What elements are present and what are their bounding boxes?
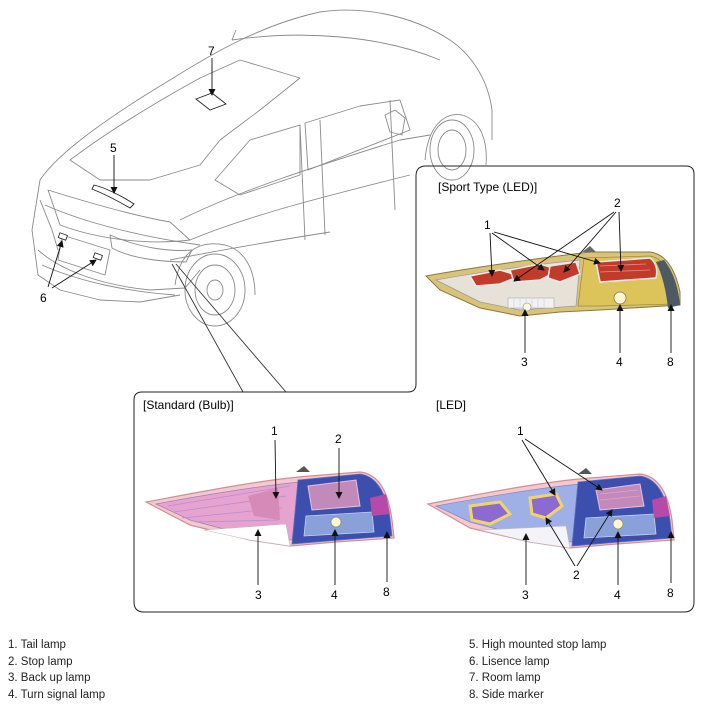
- standard-callout-3: 3: [255, 588, 262, 602]
- license-lamp-marker-left: [57, 232, 68, 241]
- legend-item: 3. Back up lamp: [8, 672, 91, 684]
- led-callout-8: 8: [667, 586, 674, 600]
- led-lamp-illustration: [426, 468, 675, 549]
- detail-panel-frame: [133, 165, 695, 613]
- led-callout-3: 3: [522, 588, 529, 602]
- standard-callout-2: 2: [335, 432, 342, 446]
- car-outline: [31, 9, 493, 327]
- sport-led-lamp-illustration: [424, 246, 681, 317]
- legend-item: 8. Side marker: [469, 688, 544, 701]
- led-callout-1: 1: [517, 424, 524, 438]
- room-lamp-marker: [195, 92, 227, 111]
- panel-label-led: [LED]: [436, 398, 466, 412]
- led-callout-2: 2: [573, 568, 580, 582]
- legend-item: 4. Turn signal lamp: [8, 688, 106, 701]
- sport-callout-1: 1: [484, 218, 491, 232]
- legend-item: 5. High mounted stop lamp: [469, 639, 607, 651]
- legend-item: 7. Room lamp: [469, 672, 541, 684]
- legend-right: 5. High mounted stop lamp 6. Lisence lam…: [469, 637, 606, 703]
- sport-callout-2: 2: [614, 196, 621, 210]
- sport-callout-3: 3: [521, 355, 528, 369]
- sport-callout-4: 4: [616, 355, 623, 369]
- panel-label-standard: [Standard (Bulb)]: [143, 398, 234, 412]
- legend-item: 1. Tail lamp: [8, 639, 66, 651]
- legend-left: 1. Tail lamp 2. Stop lamp 3. Back up lam…: [8, 637, 105, 703]
- led-callout-4: 4: [614, 588, 621, 602]
- standard-callout-8: 8: [383, 585, 390, 599]
- callout-7: 7: [208, 44, 215, 58]
- legend-item: 6. Lisence lamp: [469, 655, 550, 668]
- standard-bulb-lamp-illustration: [144, 466, 395, 547]
- standard-callout-4: 4: [331, 588, 338, 602]
- high-mount-stop-lamp-marker: [91, 184, 135, 209]
- license-lamp-marker-right: [92, 252, 103, 261]
- callout-6: 6: [40, 291, 47, 305]
- panel-label-sport: [Sport Type (LED)]: [438, 180, 537, 194]
- legend-item: 2. Stop lamp: [8, 655, 73, 668]
- callout-5: 5: [110, 141, 117, 155]
- sport-callout-8: 8: [667, 355, 674, 369]
- standard-callout-1: 1: [271, 424, 278, 438]
